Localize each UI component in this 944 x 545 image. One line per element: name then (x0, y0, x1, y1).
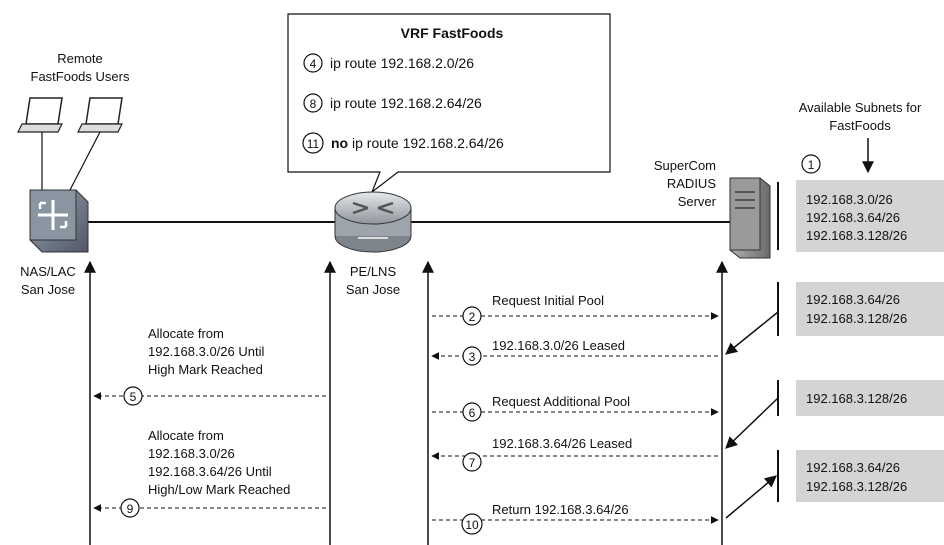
step-6-marker (462, 402, 482, 422)
step-11-marker (302, 132, 324, 154)
pe-label-1: PE/LNS (350, 264, 397, 279)
step-7-marker (462, 452, 482, 472)
lease-connector (725, 311, 779, 355)
step-1-number: 1 (808, 158, 815, 172)
step-10-marker (461, 513, 483, 535)
vrf-title: VRF FastFoods (401, 25, 504, 41)
step-9-marker (120, 498, 140, 518)
message-label: Return 192.168.3.64/26 (492, 502, 629, 517)
subnet-text: 192.168.3.128/26 (806, 391, 907, 406)
router-icon (334, 191, 412, 253)
return-connector (725, 475, 777, 519)
radius-label-2: RADIUS (667, 176, 716, 191)
step-5-number: 5 (130, 390, 137, 404)
server-icon (729, 177, 771, 259)
switch-icon (29, 189, 89, 253)
step-6-number: 6 (469, 406, 476, 420)
vrf-route-1: ip route 192.168.2.0/26 (330, 55, 474, 71)
radius-label-1: SuperCom (654, 158, 716, 173)
nas-label-2: San Jose (21, 282, 75, 297)
subnet-text: 192.168.3.128/26 (806, 228, 907, 243)
message-label: High Mark Reached (148, 362, 263, 377)
message-label: 192.168.3.0/26 Until (148, 344, 264, 359)
subnet-box-3: 192.168.3.128/26 (796, 380, 944, 416)
lease-connector (725, 397, 779, 449)
vrf-route-2: ip route 192.168.2.64/26 (330, 95, 482, 111)
message-label: Request Additional Pool (492, 394, 630, 409)
laptop-icon (77, 97, 123, 133)
step-8-marker (303, 93, 323, 113)
message-label: 192.168.3.64/26 Leased (492, 436, 632, 451)
step-11-number: 11 (307, 137, 320, 151)
step-10-number: 10 (465, 518, 479, 532)
remote-users-label-1: Remote (57, 51, 103, 66)
laptop-icon (17, 97, 63, 133)
message-label: Allocate from (148, 326, 224, 341)
subnet-text: 192.168.3.64/26 (806, 292, 900, 307)
vrf-callout: VRF FastFoods 4 ip route 192.168.2.0/26 … (287, 13, 611, 194)
available-label-1: Available Subnets for (799, 100, 922, 115)
message-label: Request Initial Pool (492, 293, 604, 308)
subnet-text: 192.168.3.0/26 (806, 192, 893, 207)
subnet-text: 192.168.3.128/26 (806, 479, 907, 494)
step-9-number: 9 (127, 502, 134, 516)
step-7-number: 7 (469, 456, 476, 470)
message-label: 192.168.3.0/26 Leased (492, 338, 625, 353)
message-label: 192.168.3.64/26 Until (148, 464, 272, 479)
message-label: High/Low Mark Reached (148, 482, 290, 497)
subnet-box-4: 192.168.3.64/26 192.168.3.128/26 (796, 450, 944, 502)
subnet-text: 192.168.3.64/26 (806, 210, 900, 225)
step-8-number: 8 (310, 97, 317, 111)
radius-label-3: Server (678, 194, 717, 209)
subnet-box-2: 192.168.3.64/26 192.168.3.128/26 (796, 282, 944, 336)
step-2-marker (462, 306, 482, 326)
nas-label-1: NAS/LAC (20, 264, 76, 279)
subnet-text: 192.168.3.128/26 (806, 311, 907, 326)
step-4-number: 4 (310, 57, 317, 71)
subnet-box-1: 192.168.3.0/26 192.168.3.64/26 192.168.3… (796, 180, 944, 252)
message-label: 192.168.3.0/26 (148, 446, 235, 461)
available-label-2: FastFoods (829, 118, 891, 133)
step-4-marker (303, 53, 323, 73)
message-label: Allocate from (148, 428, 224, 443)
pe-label-2: San Jose (346, 282, 400, 297)
remote-users-label-2: FastFoods Users (31, 69, 130, 84)
step-1-marker (801, 154, 821, 174)
step-3-number: 3 (469, 350, 476, 364)
vrf-route-3: no ip route 192.168.2.64/26 (331, 135, 504, 151)
step-3-marker (462, 346, 482, 366)
user-link (69, 131, 101, 191)
step-2-number: 2 (469, 310, 476, 324)
step-5-marker (123, 386, 143, 406)
subnet-text: 192.168.3.64/26 (806, 460, 900, 475)
